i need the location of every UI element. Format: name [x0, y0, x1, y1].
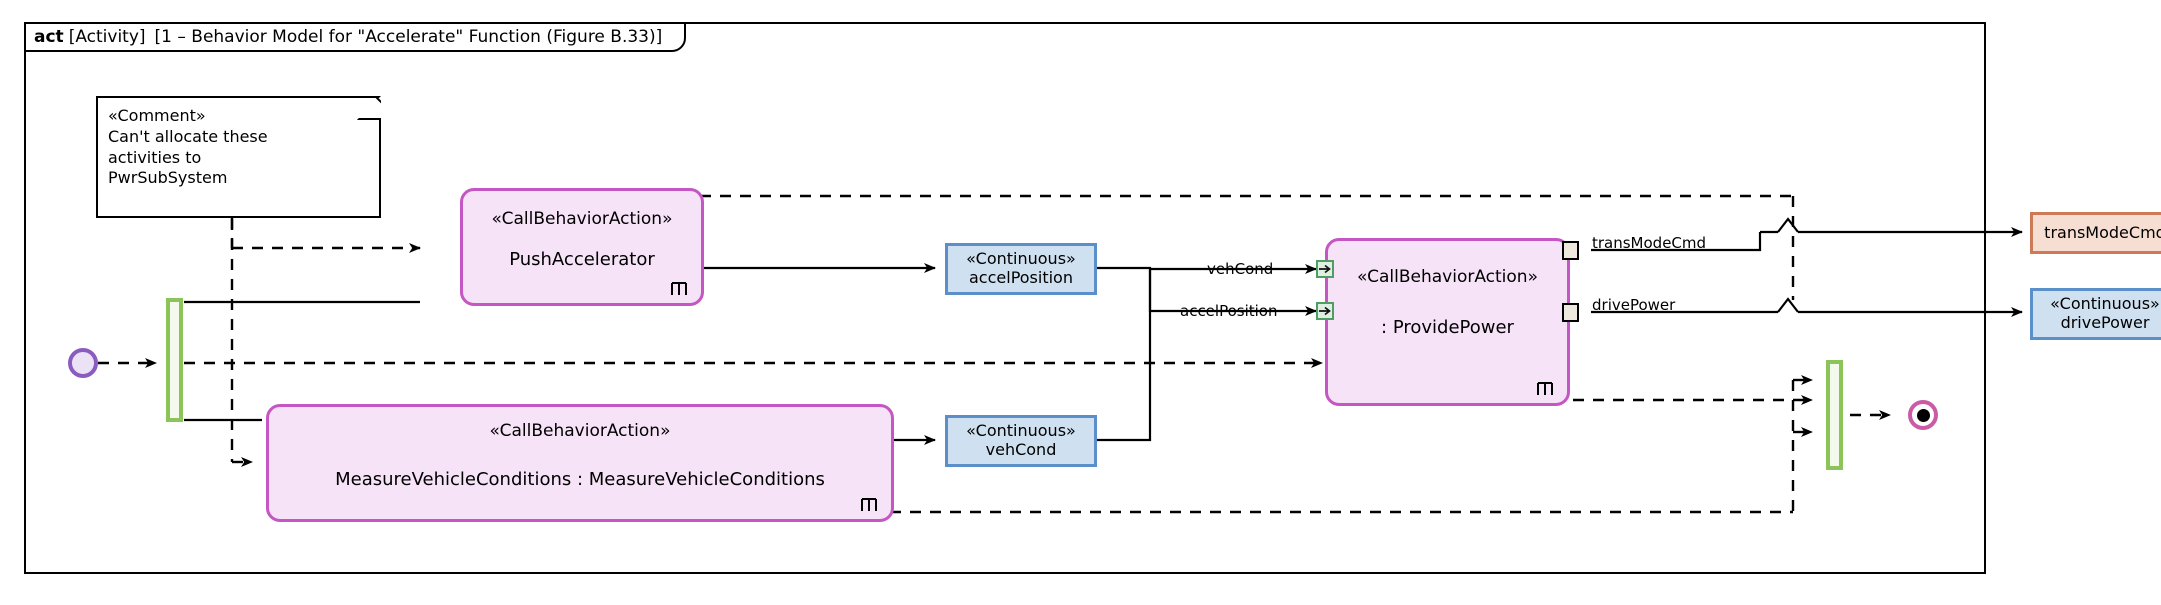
action-name: MeasureVehicleConditions : MeasureVehicl… — [335, 469, 825, 490]
output-pin-drive-power[interactable] — [1562, 303, 1579, 322]
object-name: accelPosition — [969, 268, 1073, 287]
frame-title-label: [1 – Behavior Model for "Accelerate" Fun… — [154, 27, 663, 47]
output-pin-trans-mode-cmd[interactable] — [1562, 241, 1579, 260]
action-stereotype: «CallBehaviorAction» — [489, 421, 671, 441]
action-measure-vehicle-conditions[interactable]: «CallBehaviorAction» MeasureVehicleCondi… — [266, 404, 894, 522]
object-name: vehCond — [985, 440, 1057, 459]
action-stereotype: «CallBehaviorAction» — [1357, 267, 1538, 287]
object-name: transModeCmd — [2044, 222, 2161, 242]
comment-note: «Comment» Can't allocate these activitie… — [96, 96, 381, 218]
rake-icon — [671, 282, 687, 295]
action-push-accelerator[interactable]: «CallBehaviorAction» PushAccelerator — [460, 188, 704, 306]
comment-line-3: PwrSubSystem — [108, 168, 228, 188]
input-pin-veh-cond[interactable] — [1316, 260, 1334, 278]
action-provide-power[interactable]: «CallBehaviorAction» : ProvidePower — [1325, 238, 1570, 406]
frame-scope-label: [Activity] — [68, 27, 146, 47]
input-pin-label-veh-cond: vehCond — [1207, 260, 1274, 278]
object-node-veh-cond[interactable]: «Continuous» vehCond — [945, 415, 1097, 467]
arrow-right-icon — [1319, 264, 1331, 274]
object-stereotype: «Continuous» — [2050, 294, 2160, 314]
object-stereotype: «Continuous» — [966, 249, 1076, 269]
join-node-right[interactable] — [1826, 360, 1843, 470]
arrow-right-icon — [1319, 306, 1331, 316]
input-pin-accel-position[interactable] — [1316, 302, 1334, 320]
output-pin-label-trans-mode-cmd: transModeCmd — [1592, 234, 1707, 252]
frame-kind-label: act — [34, 27, 64, 47]
activity-final-node[interactable] — [1908, 400, 1938, 430]
action-stereotype: «CallBehaviorAction» — [491, 209, 673, 229]
action-name: PushAccelerator — [509, 249, 655, 270]
action-name: : ProvidePower — [1381, 317, 1514, 338]
rake-icon — [861, 498, 877, 511]
comment-line-1: Can't allocate these — [108, 126, 268, 146]
frame-header-tab: act [Activity] [1 – Behavior Model for "… — [24, 22, 687, 52]
fork-node-left[interactable] — [166, 298, 183, 422]
comment-line-2: activities to — [108, 147, 202, 167]
input-pin-label-accel-position: accelPosition — [1180, 302, 1278, 320]
object-node-drive-power[interactable]: «Continuous» drivePower — [2030, 288, 2161, 340]
comment-stereotype: «Comment» — [108, 106, 206, 125]
object-name: drivePower — [2060, 313, 2150, 332]
initial-node[interactable] — [68, 348, 98, 378]
object-node-accel-position[interactable]: «Continuous» accelPosition — [945, 243, 1097, 295]
rake-icon — [1537, 382, 1553, 395]
object-node-trans-mode-cmd[interactable]: transModeCmd — [2030, 212, 2161, 254]
object-stereotype: «Continuous» — [966, 421, 1076, 441]
output-pin-label-drive-power: drivePower — [1592, 296, 1676, 314]
